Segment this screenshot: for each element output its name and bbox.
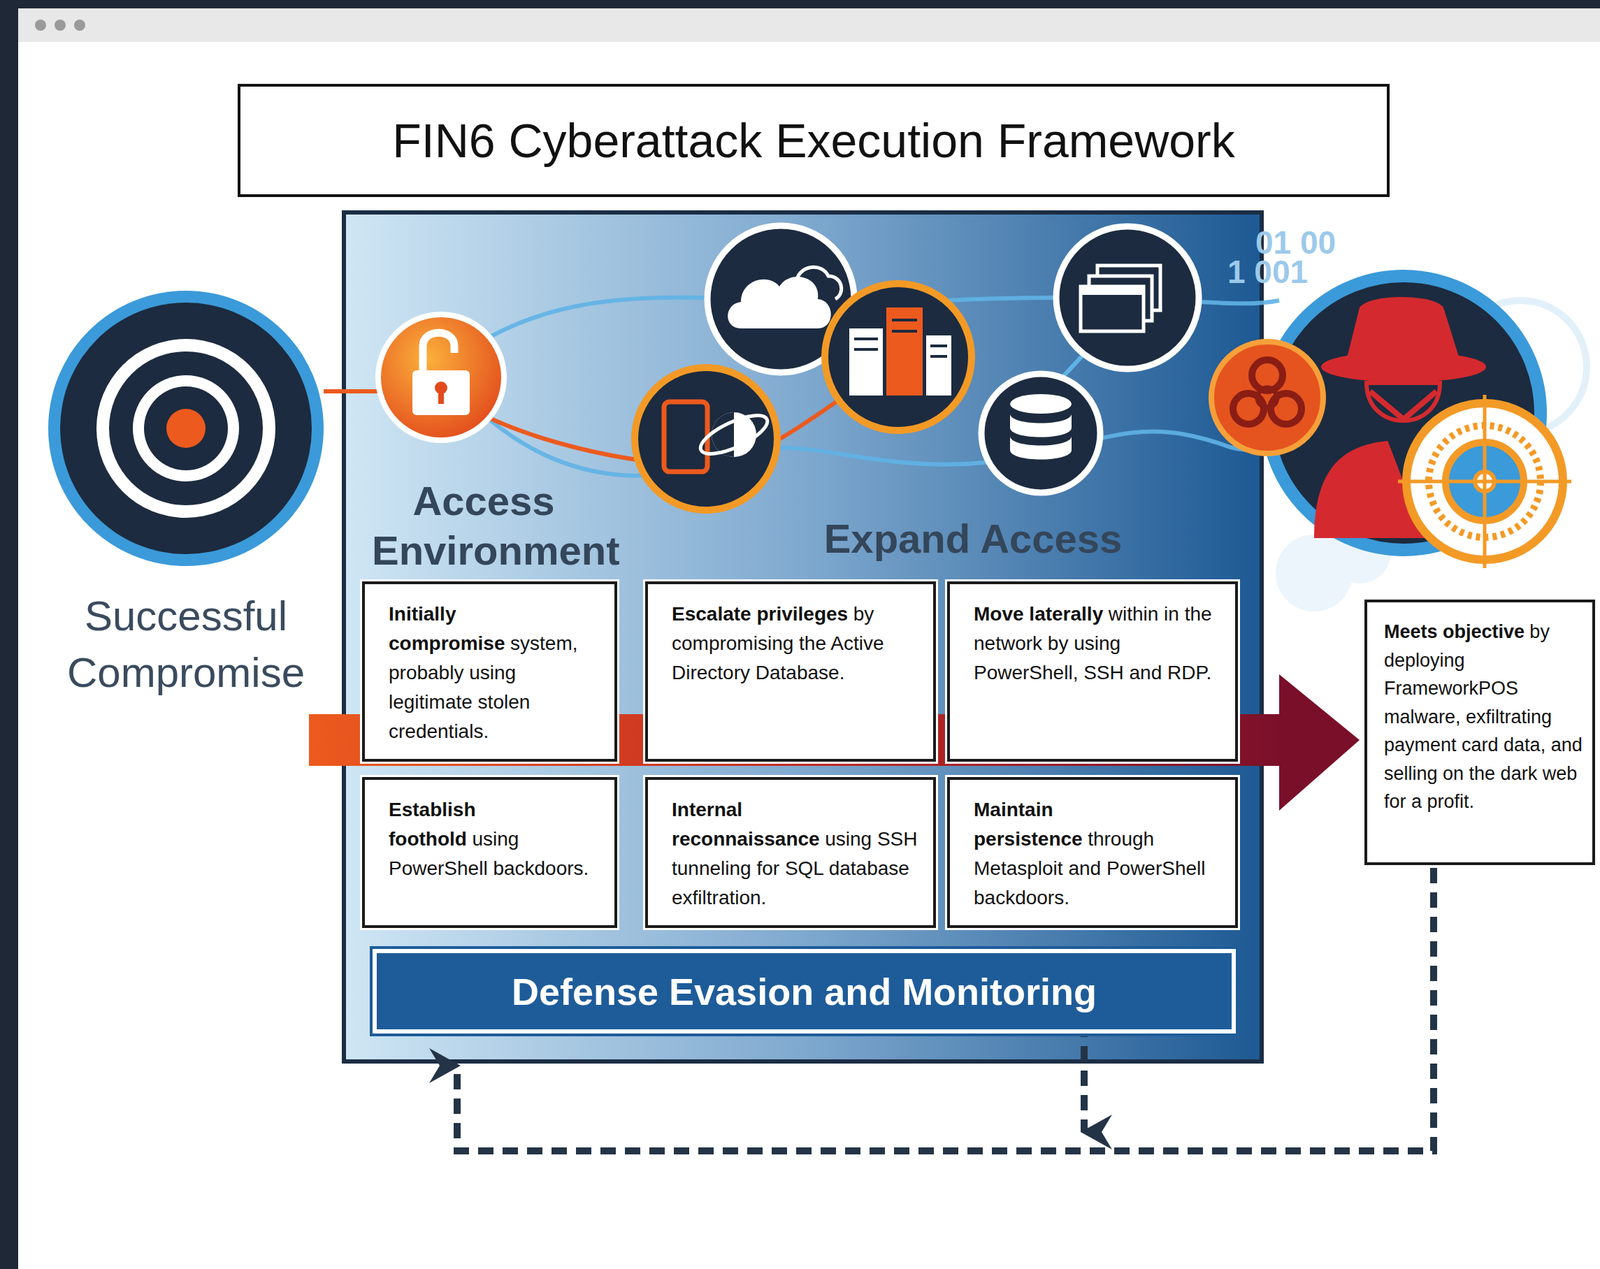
box-heading: Escalate privileges (671, 603, 848, 625)
box-text: Internal reconnaissanceusing SSH tunneli… (671, 795, 920, 913)
server-icon (824, 283, 972, 431)
box-text: Escalate privilegesby compromising the A… (671, 599, 920, 688)
box-text: Move laterallywithin in the network by u… (973, 599, 1222, 688)
box-heading: Initially compromise (388, 603, 506, 655)
browser-bar (18, 8, 1600, 42)
database-icon (981, 373, 1101, 493)
process-box: Establish footholdusing PowerShell backd… (362, 777, 618, 929)
box-text: Initially compromisesystem, probably usi… (388, 599, 601, 747)
box-heading: Meets objective (1384, 621, 1525, 643)
box-heading: Move laterally (973, 603, 1104, 625)
band-label: Defense Evasion and Monitoring (511, 970, 1097, 1014)
stage-panel: Access Environment Expand AccessInitially… (343, 212, 1262, 1062)
objective-box: Meets objectiveby deploying FrameworkPOS… (1364, 599, 1596, 866)
title-text: FIN6 Cyberattack Execution Framework (392, 113, 1236, 168)
process-box: Maintain persistencethrough Metasploit a… (947, 777, 1238, 929)
box-heading: Maintain persistence (973, 798, 1083, 850)
box-heading: Internal reconnaissance (671, 798, 820, 850)
box-text: Meets objectiveby deploying FrameworkPOS… (1384, 617, 1583, 817)
binary-watermark: 1 001 (1227, 253, 1308, 291)
biohazard-icon (1211, 341, 1324, 454)
stage-heading: Access Environment (371, 476, 596, 576)
target-circle: Successful Compromise (48, 290, 324, 567)
window-dot (34, 19, 47, 31)
lock-icon (378, 314, 504, 441)
orange-target (1397, 394, 1572, 569)
device-icon (634, 367, 778, 511)
node-label: Successful Compromise (27, 587, 345, 702)
box-body: by deploying FrameworkPOS malware, exfil… (1384, 621, 1583, 813)
title-box: FIN6 Cyberattack Execution Framework (237, 83, 1390, 198)
process-box: Escalate privilegesby compromising the A… (645, 581, 936, 762)
stage-heading: Expand Access (763, 514, 1183, 565)
window-dot (74, 19, 86, 31)
window-dot (54, 19, 66, 31)
feedback-line (1080, 1021, 1088, 1133)
process-box: Internal reconnaissanceusing SSH tunneli… (645, 777, 936, 929)
box-text: Establish footholdusing PowerShell backd… (388, 795, 601, 884)
process-box: Initially compromisesystem, probably usi… (362, 581, 618, 762)
band-box: Defense Evasion and Monitoring (372, 949, 1236, 1034)
box-text: Maintain persistencethrough Metasploit a… (973, 795, 1222, 913)
page-ground (18, 8, 1600, 1269)
box-heading: Establish foothold (388, 798, 476, 850)
windows-icon (1056, 226, 1199, 370)
panel-ground (343, 212, 1262, 1062)
process-box: Move laterallywithin in the network by u… (947, 581, 1238, 762)
target-symbol (48, 290, 324, 567)
